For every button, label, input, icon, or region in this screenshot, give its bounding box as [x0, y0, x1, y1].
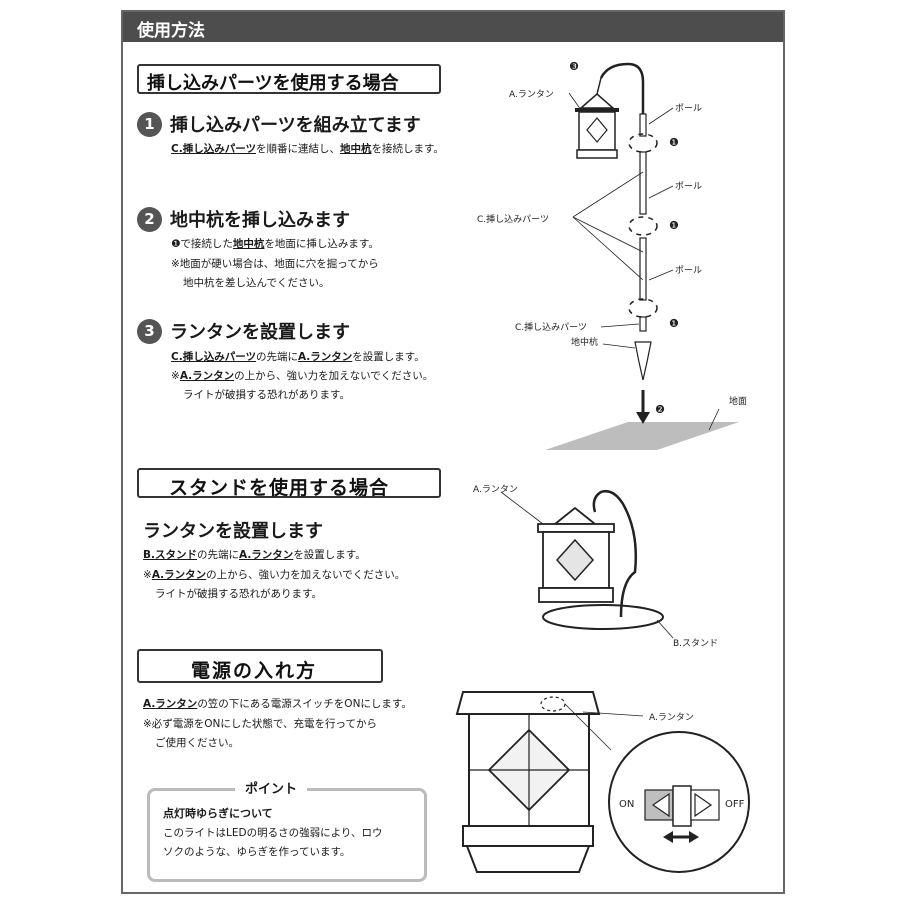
- power-text-2: ※必ず電源をONにした状態で、充電を行ってから: [143, 718, 377, 730]
- joint-mark: [628, 216, 658, 236]
- text-span: の上から、強い力を加えないでください。: [234, 370, 434, 382]
- label-off: OFF: [725, 799, 745, 810]
- text-span: ※: [143, 569, 152, 581]
- zoom-line: [564, 703, 612, 751]
- text-span: の先端に: [197, 549, 239, 561]
- joint-mark: [628, 133, 658, 153]
- step-1-heading: 1 挿し込みパーツを組み立てます: [137, 111, 421, 137]
- step-2-text-2: ※地面が硬い場合は、地面に穴を掘ってから: [171, 258, 379, 270]
- stake-shape: [634, 341, 652, 381]
- step-3-text-3: ライトが破損する恐れがあります。: [183, 389, 350, 401]
- label-lantern: A.ランタン: [473, 485, 518, 495]
- pole-segment: [639, 237, 647, 301]
- pole-segment: [639, 151, 647, 215]
- arrow-down-icon: [636, 412, 650, 424]
- part-ref: A.ランタン: [239, 549, 294, 561]
- step-3-text-1: C.挿し込みパーツの先端にA.ランタンを設置します。: [171, 350, 425, 365]
- section-title-insert-parts: 挿し込みパーツを使用する場合: [137, 64, 441, 94]
- label-step-2: ❷: [655, 403, 665, 416]
- power-text-1: A.ランタンの笠の下にある電源スイッチをONにします。: [143, 697, 412, 712]
- point-text-1: このライトはLEDの明るさの強弱により、ロウ: [163, 827, 383, 839]
- text-span: を地面に挿し込みます。: [264, 238, 379, 250]
- step-3-heading: 3 ランタンを設置します: [137, 318, 350, 344]
- text-span: の先端に: [255, 351, 298, 363]
- step-title: ランタンを設置します: [170, 322, 350, 343]
- power-text-3: ご使用ください。: [155, 737, 239, 749]
- part-ref: C.挿し込みパーツ: [171, 143, 256, 155]
- label-insert-parts: C.挿し込みパーツ: [477, 215, 549, 225]
- point-text-2: ソクのような、ゆらぎを作っています。: [163, 846, 351, 858]
- lantern-on-stand-illustration: [537, 490, 664, 630]
- step-number-badge: 2: [137, 206, 162, 232]
- step-2-text-1: ❶で接続した地中杭を地面に挿し込みます。: [171, 237, 379, 252]
- label-stand: B.スタンド: [673, 639, 719, 649]
- point-heading: 点灯時ゆらぎについて: [163, 807, 273, 820]
- pole-segment: [639, 316, 647, 332]
- point-callout: [147, 788, 427, 882]
- part-ref: 地中杭: [232, 238, 265, 250]
- stand-text-1: B.スタンドの先端にA.ランタンを設置します。: [143, 548, 366, 563]
- stand-text-3: ライトが破損する恐れがあります。: [155, 588, 322, 600]
- step-number-badge: 3: [137, 318, 162, 344]
- text-span: ❶で接続した: [171, 238, 233, 250]
- triangle-right-icon: [694, 792, 713, 818]
- part-ref: A.ランタン: [143, 698, 198, 710]
- label-pole: ポール: [675, 266, 703, 276]
- label-on: ON: [619, 799, 635, 810]
- joint-mark: [628, 298, 658, 318]
- text-span: の上から、強い力を加えないでください。: [206, 569, 406, 581]
- part-ref: B.スタンド: [143, 549, 197, 561]
- text-span: を順番に連結し、: [255, 143, 340, 155]
- step-number-badge: 1: [137, 111, 162, 137]
- step-1-text: C.挿し込みパーツを順番に連結し、地中杭を接続します。: [171, 142, 444, 157]
- ground-plane: [545, 422, 739, 450]
- point-label: ポイント: [235, 778, 308, 797]
- lantern-icon-small: [575, 77, 619, 159]
- hook-shape: [599, 62, 645, 114]
- pole-assembly-diagram: [235, 62, 750, 873]
- step-title: 地中杭を挿し込みます: [170, 210, 350, 231]
- text-span: を設置します。: [293, 549, 366, 561]
- label-step-3: ❸: [569, 60, 579, 73]
- label-lantern: A.ランタン: [509, 90, 554, 100]
- part-ref: A.ランタン: [179, 370, 235, 382]
- part-ref: A.ランタン: [297, 351, 353, 363]
- step-3-text-2: ※A.ランタンの上から、強い力を加えないでください。: [171, 369, 433, 384]
- double-arrow-icon: [663, 831, 699, 843]
- text-span: ※: [171, 370, 180, 382]
- text-span: を接続します。: [371, 143, 444, 155]
- instruction-sheet: 使用方法 挿し込みパーツを使用する場合 1 挿し込みパーツを組み立てます C.挿…: [121, 10, 785, 894]
- text-span: を設置します。: [352, 351, 425, 363]
- text-span: の笠の下にある電源スイッチをONにします。: [197, 698, 412, 710]
- stand-step-title: ランタンを設置します: [143, 521, 323, 542]
- label-step-1: ❶: [669, 219, 679, 232]
- label-ground: 地面: [729, 397, 748, 407]
- page-title: 使用方法: [123, 12, 783, 42]
- switch-knob: [672, 785, 692, 827]
- step-2-heading: 2 地中杭を挿し込みます: [137, 206, 350, 232]
- section-title-stand: スタンドを使用する場合: [137, 468, 441, 499]
- label-pole: ポール: [675, 104, 703, 114]
- label-step-1: ❶: [669, 317, 679, 330]
- part-ref: 地中杭: [339, 143, 372, 155]
- section-title-power: 電源の入れ方: [137, 649, 383, 683]
- label-lantern: A.ランタン: [649, 713, 694, 723]
- label-insert-parts: C.挿し込みパーツ: [515, 323, 587, 333]
- part-ref: C.挿し込みパーツ: [171, 351, 256, 363]
- step-title: 挿し込みパーツを組み立てます: [170, 115, 421, 136]
- part-ref: A.ランタン: [151, 569, 207, 581]
- triangle-left-icon: [651, 792, 670, 818]
- label-pole: ポール: [675, 182, 703, 192]
- label-stake: 地中杭: [571, 338, 599, 348]
- lantern-closeup-illustration: [455, 691, 601, 873]
- step-2-text-3: 地中杭を差し込んでください。: [183, 277, 330, 289]
- pole-segment: [639, 113, 647, 137]
- stand-text-2: ※A.ランタンの上から、強い力を加えないでください。: [143, 568, 405, 583]
- point-label-text: ポイント: [245, 782, 298, 797]
- label-step-1: ❶: [669, 136, 679, 149]
